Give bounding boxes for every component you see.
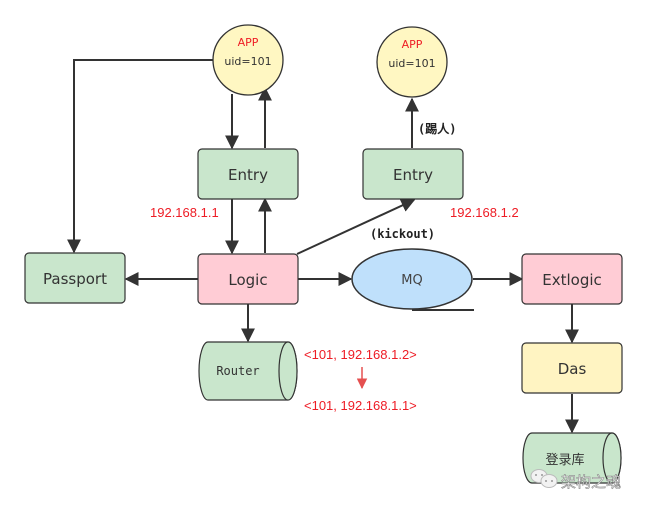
passport-node[interactable]: Passport (24, 252, 126, 304)
kickout-label: (kickout) (370, 227, 435, 241)
passport-label: Passport (43, 270, 107, 288)
logic-node[interactable]: Logic (197, 253, 299, 305)
watermark-text: 架构之魂 (561, 473, 621, 491)
extlogic-node[interactable]: Extlogic (521, 253, 623, 305)
logic-label: Logic (228, 271, 267, 289)
app-left-uid: uid=101 (224, 55, 271, 68)
app-right-title: APP (402, 38, 423, 51)
ip-left-label: 192.168.1.1 (150, 205, 219, 220)
route-new-label: <101, 192.168.1.1> (304, 398, 417, 413)
ip-right-label: 192.168.1.2 (450, 205, 519, 220)
app-right-uid: uid=101 (388, 57, 435, 70)
router-node[interactable]: Router (198, 341, 298, 401)
edge-logic-to-entry-right (296, 198, 416, 255)
login-db-node[interactable]: 登录库 (522, 432, 622, 484)
extlogic-label: Extlogic (542, 271, 602, 289)
das-label: Das (558, 360, 587, 378)
mq-label: MQ (401, 273, 422, 288)
entry-left-node[interactable]: Entry (197, 148, 299, 200)
kick-person-label: (踢人) (418, 121, 456, 136)
entry-left-label: Entry (228, 166, 268, 184)
edge-app-to-passport (67, 59, 214, 254)
router-label: Router (216, 364, 259, 378)
das-node[interactable]: Das (521, 342, 623, 394)
app-right-node[interactable]: APP uid=101 (376, 26, 448, 98)
mq-node[interactable]: MQ (351, 248, 473, 310)
login-db-label: 登录库 (545, 452, 584, 468)
wechat-icon (530, 469, 558, 488)
entry-right-node[interactable]: Entry (362, 148, 464, 200)
app-left-node[interactable]: APP uid=101 (212, 24, 284, 96)
watermark: 架构之魂 (530, 469, 621, 491)
route-old-label: <101, 192.168.1.2> (304, 347, 417, 362)
entry-right-label: Entry (393, 166, 433, 184)
app-left-title: APP (238, 36, 259, 49)
